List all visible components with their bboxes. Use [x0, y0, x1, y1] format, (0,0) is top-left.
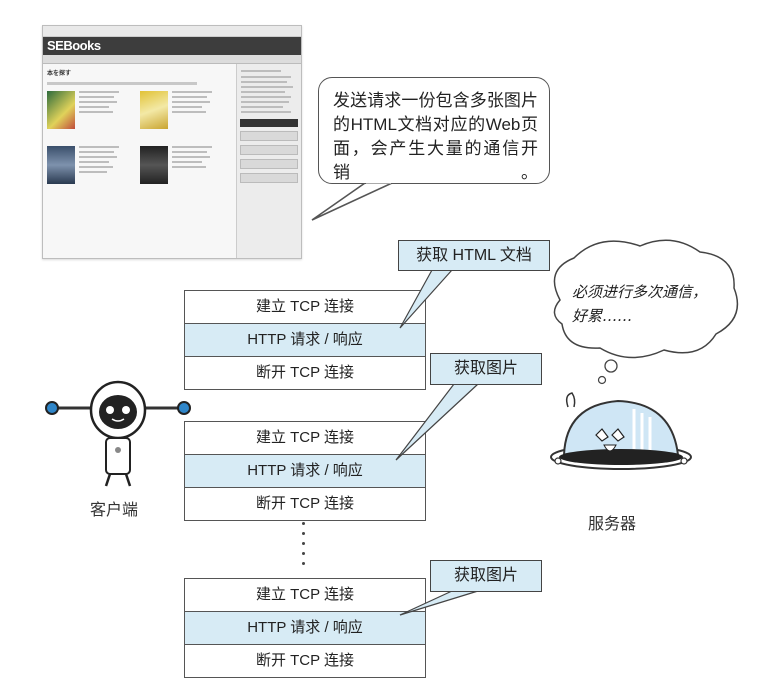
pager-line [47, 82, 197, 85]
connection-stack-3: 建立 TCP 连接 HTTP 请求 / 响应 断开 TCP 连接 [184, 578, 426, 678]
tcp-close-row: 断开 TCP 连接 [185, 644, 425, 677]
thought-line-1: 必须进行多次通信， [572, 283, 708, 301]
browser-topbar [43, 26, 301, 37]
connection-label: 获取图片 [430, 560, 542, 592]
http-request-row: HTTP 请求 / 响应 [185, 323, 425, 356]
site-nav-bar [43, 55, 301, 64]
thought-line-2: 好累…… [572, 307, 633, 325]
tcp-connect-row: 建立 TCP 连接 [255, 586, 355, 603]
tcp-connect-row: 建立 TCP 连接 [255, 429, 355, 446]
client-robot-icon [45, 380, 191, 487]
book-cover-image [139, 146, 168, 184]
server-character-icon [550, 392, 692, 470]
server-label: 服务器 [588, 516, 637, 533]
tcp-close-row: 断开 TCP 连接 [185, 356, 425, 389]
connection-label: 获取图片 [430, 353, 542, 385]
tcp-connect-row: 建立 TCP 连接 [255, 298, 355, 315]
http-request-row: HTTP 请求 / 响应 [185, 454, 425, 487]
connection-label: 获取 HTML 文档 [398, 240, 550, 271]
connection-stack-2: 建立 TCP 连接 HTTP 请求 / 响应 断开 TCP 连接 [184, 421, 426, 521]
tcp-close-row: 断开 TCP 连接 [185, 487, 425, 520]
site-sidebar [236, 64, 301, 258]
note-bubble [318, 77, 550, 184]
page-heading: 本を探す [47, 71, 72, 77]
book-cover-image [47, 146, 75, 184]
book-cover-image [139, 91, 168, 129]
site-logo: SEBooks [43, 37, 301, 55]
book-cover-image [47, 91, 75, 129]
web-page-screenshot: SEBooks 本を探す [42, 25, 302, 259]
ellipsis-dots [302, 522, 306, 572]
server-thought-text: 必须进行多次通信， 好累…… [572, 280, 740, 328]
connection-stack-1: 建立 TCP 连接 HTTP 请求 / 响应 断开 TCP 连接 [184, 290, 426, 390]
client-label: 客户端 [90, 502, 139, 519]
http-request-row: HTTP 请求 / 响应 [185, 611, 425, 644]
note-text: 发送请求一份包含多张图片的HTML文档对应的Web页面，会产生大量的通信开销。 [333, 91, 538, 182]
